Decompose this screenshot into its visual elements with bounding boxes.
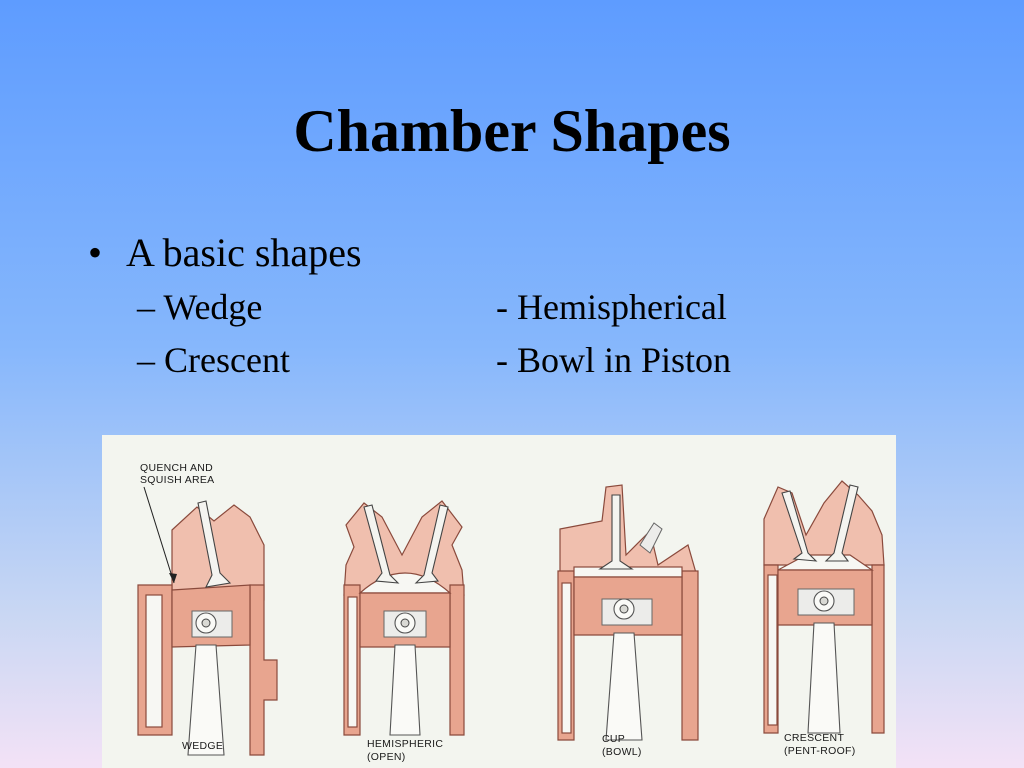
callout-line-2: SQUISH AREA <box>140 474 215 486</box>
caption-hemispheric-sub: (OPEN) <box>367 751 406 763</box>
caption-hemispheric: HEMISPHERIC <box>367 738 443 750</box>
bullet-text: A basic shapes <box>126 230 362 275</box>
crescent-engine-diagram <box>763 480 885 734</box>
caption-crescent-sub: (PENT-ROOF) <box>784 745 856 757</box>
wedge-engine-diagram <box>137 486 278 756</box>
cup-bowl-engine-diagram <box>557 484 699 741</box>
caption-crescent: CRESCENT <box>784 732 844 744</box>
bullet-dot: • <box>88 230 103 275</box>
subitem-crescent: – Crescent <box>137 340 290 380</box>
subitem-wedge: – Wedge <box>137 287 263 327</box>
subitem-hemispherical: - Hemispherical <box>496 287 727 327</box>
callout-line-1: QUENCH AND <box>140 462 213 474</box>
caption-cup: CUP <box>602 733 625 745</box>
chamber-diagram: QUENCH AND SQUISH AREA WEDGE HEMISPHERIC… <box>137 462 885 763</box>
chamber-shapes-figure: QUENCH AND SQUISH AREA WEDGE HEMISPHERIC… <box>102 435 896 768</box>
bullet-item: • A basic shapes <box>88 229 362 277</box>
subitem-bowl-in-piston: - Bowl in Piston <box>496 340 732 380</box>
hemispheric-engine-diagram <box>343 500 465 736</box>
caption-cup-sub: (BOWL) <box>602 746 642 758</box>
slide-title: Chamber Shapes <box>293 98 731 164</box>
caption-wedge: WEDGE <box>182 740 223 752</box>
